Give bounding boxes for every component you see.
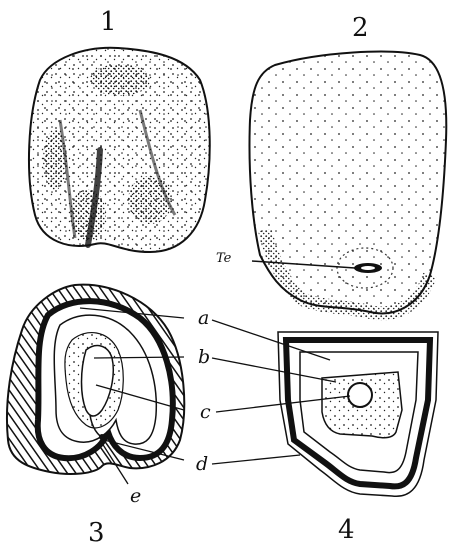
- label-e: e: [130, 485, 141, 507]
- label-a: a: [198, 307, 209, 329]
- seed-section-4: [212, 320, 438, 496]
- seed-drawing-2: Te: [216, 52, 446, 314]
- panel-number-3: 3: [88, 518, 105, 548]
- leader-d-right: [212, 455, 300, 464]
- label-b: b: [198, 346, 210, 368]
- seed-section-3: [7, 285, 184, 484]
- te-label: Te: [216, 251, 232, 266]
- panel-number-4: 4: [338, 515, 355, 545]
- seed-drawing-1: [29, 48, 210, 252]
- panel-number-1: 1: [100, 7, 117, 37]
- label-c: c: [200, 401, 211, 423]
- panel-number-2: 2: [352, 13, 369, 43]
- label-d: d: [196, 453, 208, 475]
